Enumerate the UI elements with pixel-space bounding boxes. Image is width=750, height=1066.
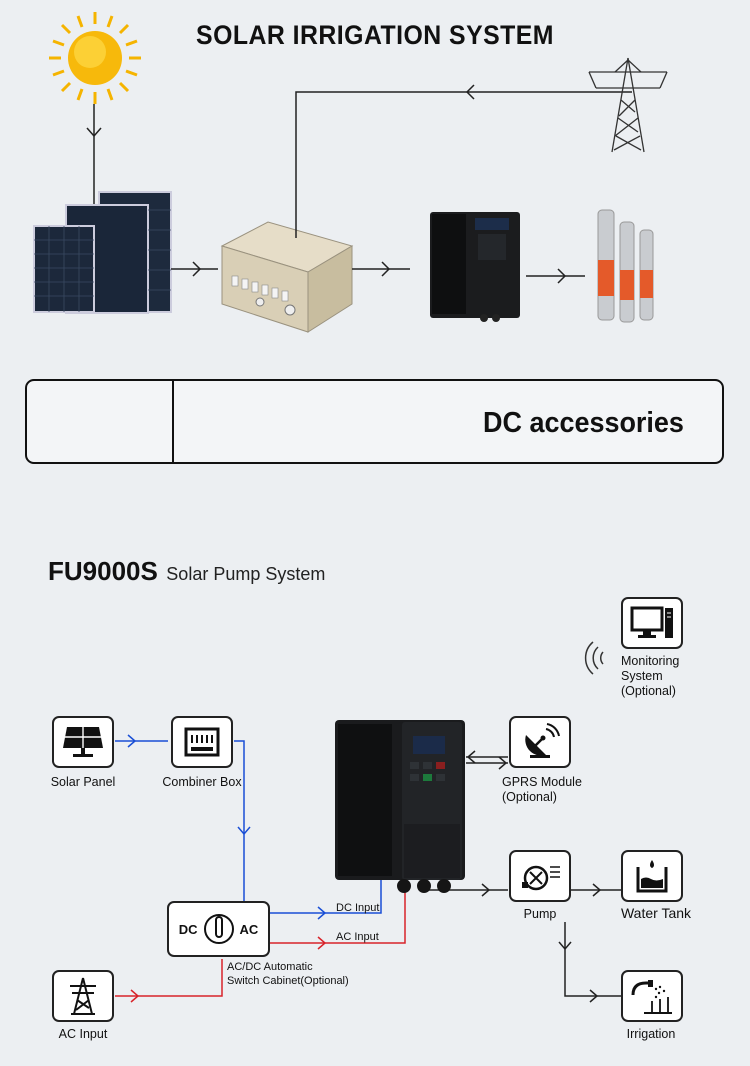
switch-cabinet-node: DC AC bbox=[167, 901, 270, 957]
gprs-module-label: GPRS Module (Optional) bbox=[502, 775, 582, 804]
pump-label: Pump bbox=[523, 907, 557, 921]
pump-icon bbox=[522, 865, 560, 891]
submersible-pumps-image bbox=[597, 209, 654, 323]
sun-icon bbox=[49, 12, 141, 104]
accessories-divider bbox=[172, 381, 174, 463]
power-tower-small-icon bbox=[70, 977, 96, 1015]
solar-pump-inverter-image bbox=[335, 720, 465, 893]
dc-wiring bbox=[115, 734, 382, 920]
page-title: SOLAR IRRIGATION SYSTEM bbox=[196, 20, 554, 50]
solar-panel-icon bbox=[63, 727, 103, 757]
switch-knob-icon bbox=[203, 914, 234, 944]
dc-input-wire-label: DC Input bbox=[336, 902, 380, 914]
system-subtitle: Solar Pump System bbox=[166, 564, 326, 584]
monitoring-system-node bbox=[621, 597, 683, 649]
switch-ac-label: AC bbox=[239, 921, 259, 937]
combiner-box-node bbox=[171, 716, 233, 768]
satellite-dish-icon bbox=[525, 723, 560, 758]
irrigation-label: Irrigation bbox=[626, 1027, 676, 1041]
ac-input-label: AC Input bbox=[58, 1027, 108, 1041]
solar-panel-node bbox=[52, 716, 114, 768]
combiner-box-icon bbox=[184, 727, 220, 757]
ac-input-node bbox=[52, 970, 114, 1022]
switch-dc-label: DC bbox=[178, 921, 198, 937]
irrigation-icon bbox=[631, 980, 672, 1014]
solar-panels-image bbox=[33, 191, 172, 314]
irrigation-node bbox=[621, 970, 683, 1022]
ac-wiring bbox=[115, 880, 406, 1003]
dc-accessories-label: DC accessories bbox=[483, 407, 684, 439]
solar-panel-label: Solar Panel bbox=[50, 775, 116, 789]
switch-cabinet-label: AC/DC Automatic Switch Cabinet(Optional) bbox=[227, 961, 349, 987]
ac-input-wire-label: AC Input bbox=[336, 931, 379, 943]
water-tank-icon bbox=[636, 860, 668, 893]
water-tank-node bbox=[621, 850, 683, 902]
wireless-signal-icon bbox=[584, 641, 604, 675]
water-tank-label: Water Tank bbox=[620, 905, 692, 921]
gprs-module-node bbox=[509, 716, 571, 768]
model-name: FU9000S bbox=[48, 556, 158, 586]
computer-monitor-icon bbox=[630, 606, 673, 638]
dc-accessories-panel bbox=[25, 379, 724, 464]
monitoring-system-label: Monitoring System (Optional) bbox=[621, 654, 680, 698]
system-heading: FU9000S Solar Pump System bbox=[48, 556, 325, 587]
power-tower-icon bbox=[588, 57, 668, 153]
signal-wiring bbox=[424, 750, 621, 1003]
combiner-box-image bbox=[220, 221, 354, 333]
inverter-image bbox=[430, 212, 520, 322]
combiner-box-label: Combiner Box bbox=[162, 775, 242, 789]
pump-node bbox=[509, 850, 571, 902]
